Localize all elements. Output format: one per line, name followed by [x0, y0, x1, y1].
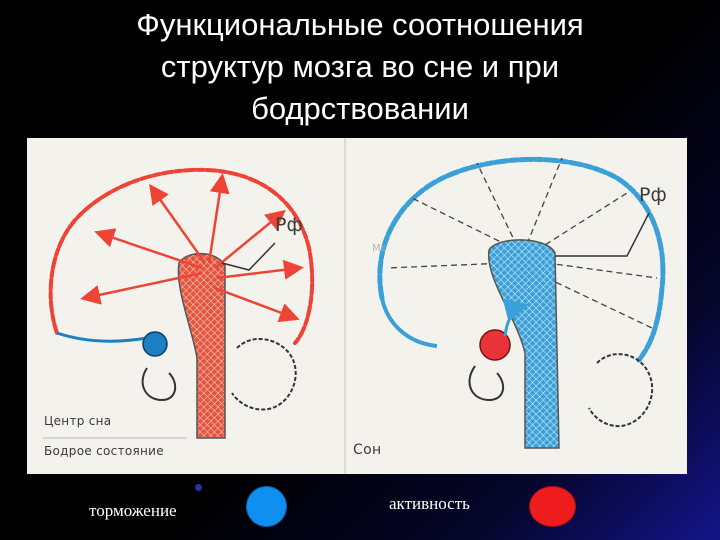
sleep-dashed-line-3 — [526, 157, 563, 245]
sleep-pituitary — [468, 365, 505, 402]
sleep-dashed-line-7 — [546, 277, 653, 329]
sleep-dashed-line-2 — [476, 162, 518, 247]
sleep-rf-pointer — [555, 212, 650, 257]
sleep-dashed-line-5 — [386, 262, 508, 269]
legend-activity-label: активность — [389, 494, 470, 513]
awake-basal-line — [56, 331, 148, 343]
sleep-sleep-center — [479, 329, 511, 361]
sleep-basal-line — [380, 297, 438, 348]
title-line-3: бодрствовании — [251, 91, 469, 126]
slide-title: Функциональные соотношения структур мозг… — [60, 4, 660, 130]
awake-arrow-6 — [216, 259, 304, 280]
sleep-cortex-outline — [377, 156, 666, 363]
brain-diagram-figure: Рф Центр сна Бодрое состояние Рф Mc Сон — [27, 138, 687, 474]
sleep-brainstem — [488, 239, 560, 449]
awake-sleep-center — [142, 331, 168, 357]
legend-inhibition-label: торможение — [89, 501, 177, 520]
awake-arrow-1 — [80, 271, 203, 305]
sleep-center-label: Центр сна — [44, 414, 112, 428]
awake-brainstem — [177, 252, 226, 439]
legend-activity-swatch — [529, 486, 576, 527]
awake-arrow-3 — [149, 183, 207, 264]
awake-arrow-5 — [214, 209, 286, 269]
title-line-2: структур мозга во сне и при — [160, 49, 560, 84]
awake-pituitary — [141, 367, 177, 402]
sleep-brain — [377, 156, 666, 449]
sleep-dashed-line-6 — [546, 262, 658, 279]
sleep-dashed-line-4 — [536, 192, 628, 251]
title-line-1: Функциональные соотношения — [136, 7, 584, 42]
awake-state-label: Бодрое состояние — [44, 444, 164, 458]
awake-cerebellum — [231, 337, 297, 411]
legend-inhibition-swatch — [246, 486, 287, 527]
awake-arrow-2 — [94, 228, 203, 270]
sleep-inhibition-arrow — [502, 298, 529, 337]
sleep-rf-label: Рф — [639, 184, 667, 206]
faded-annotation: Mc — [372, 243, 387, 254]
bullet-dot — [195, 484, 202, 491]
sleep-cerebellum — [588, 353, 654, 428]
awake-rf-pointer — [221, 242, 276, 271]
sleep-state-label: Сон — [353, 442, 382, 458]
awake-arrow-7 — [214, 286, 300, 323]
awake-rf-label: Рф — [275, 214, 303, 236]
brain-diagram-svg — [43, 138, 666, 474]
awake-brain — [43, 167, 315, 439]
awake-cortex-outline — [48, 167, 315, 345]
awake-arrow-4 — [207, 173, 230, 264]
